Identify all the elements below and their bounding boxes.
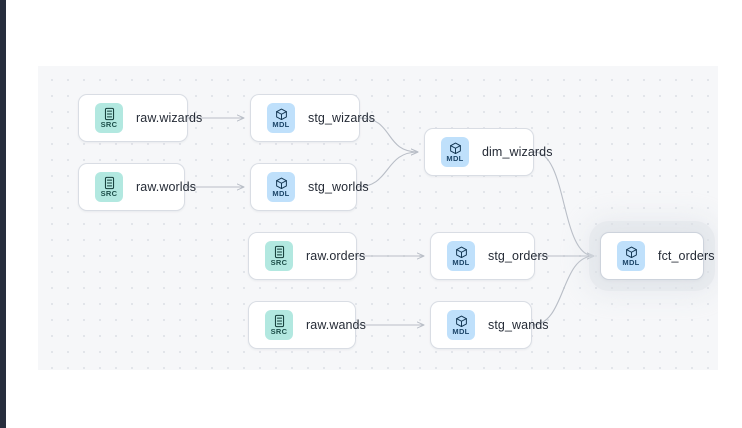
lineage-node-stg_worlds[interactable]: MDL stg_worlds: [250, 163, 369, 211]
node-type-badge-src: SRC: [265, 310, 293, 340]
node-type-badge-mdl: MDL: [441, 137, 469, 167]
node-label: stg_worlds: [308, 180, 369, 194]
lineage-node-dim_wizards[interactable]: MDL dim_wizards: [424, 128, 552, 176]
node-label: raw.worlds: [136, 180, 197, 194]
node-type-badge-src: SRC: [265, 241, 293, 271]
node-label: fct_orders: [658, 249, 715, 263]
node-label: stg_wizards: [308, 111, 376, 125]
app-left-rail: [0, 0, 6, 428]
node-type-badge-src: SRC: [95, 103, 123, 133]
cube-icon: [455, 246, 467, 258]
node-type-badge-mdl: MDL: [447, 310, 475, 340]
lineage-node-stg_wands[interactable]: MDL stg_wands: [430, 301, 549, 349]
lineage-node-fct_orders[interactable]: MDL fct_orders: [600, 232, 714, 280]
cube-icon: [625, 246, 637, 258]
lineage-node-stg_wizards[interactable]: MDL stg_wizards: [250, 94, 375, 142]
database-icon: [104, 108, 114, 121]
lineage-node-stg_orders[interactable]: MDL stg_orders: [430, 232, 548, 280]
database-icon: [274, 315, 284, 328]
lineage-edge-stg_wands-to-fct_orders: [531, 256, 594, 326]
node-type-tag: MDL: [446, 153, 464, 163]
node-type-tag: MDL: [272, 119, 290, 129]
cube-icon: [275, 108, 287, 120]
node-type-badge-mdl: MDL: [447, 241, 475, 271]
cube-icon: [455, 315, 467, 327]
node-label: raw.orders: [306, 249, 366, 263]
lineage-node-raw_worlds[interactable]: SRC raw.worlds: [78, 163, 196, 211]
database-icon: [104, 177, 114, 190]
node-type-tag: MDL: [622, 257, 640, 267]
node-type-tag: SRC: [100, 189, 118, 199]
node-label: raw.wands: [306, 318, 366, 332]
node-label: stg_orders: [488, 249, 549, 263]
node-type-tag: SRC: [270, 327, 288, 337]
database-icon: [274, 246, 284, 259]
node-type-tag: SRC: [100, 120, 118, 130]
node-type-tag: MDL: [452, 257, 470, 267]
lineage-node-raw_orders[interactable]: SRC raw.orders: [248, 232, 365, 280]
node-label: raw.wizards: [136, 111, 203, 125]
node-label: dim_wizards: [482, 145, 553, 159]
node-type-badge-src: SRC: [95, 172, 123, 202]
node-type-tag: MDL: [452, 326, 470, 336]
cube-icon: [275, 177, 287, 189]
node-label: stg_wands: [488, 318, 549, 332]
lineage-node-raw_wizards[interactable]: SRC raw.wizards: [78, 94, 202, 142]
lineage-node-raw_wands[interactable]: SRC raw.wands: [248, 301, 366, 349]
node-type-tag: MDL: [272, 188, 290, 198]
node-type-badge-mdl: MDL: [267, 103, 295, 133]
node-type-badge-mdl: MDL: [267, 172, 295, 202]
lineage-edge-dim_wizards-to-fct_orders: [533, 151, 594, 256]
cube-icon: [449, 142, 461, 154]
node-type-tag: SRC: [270, 258, 288, 268]
node-type-badge-mdl: MDL: [617, 241, 645, 271]
